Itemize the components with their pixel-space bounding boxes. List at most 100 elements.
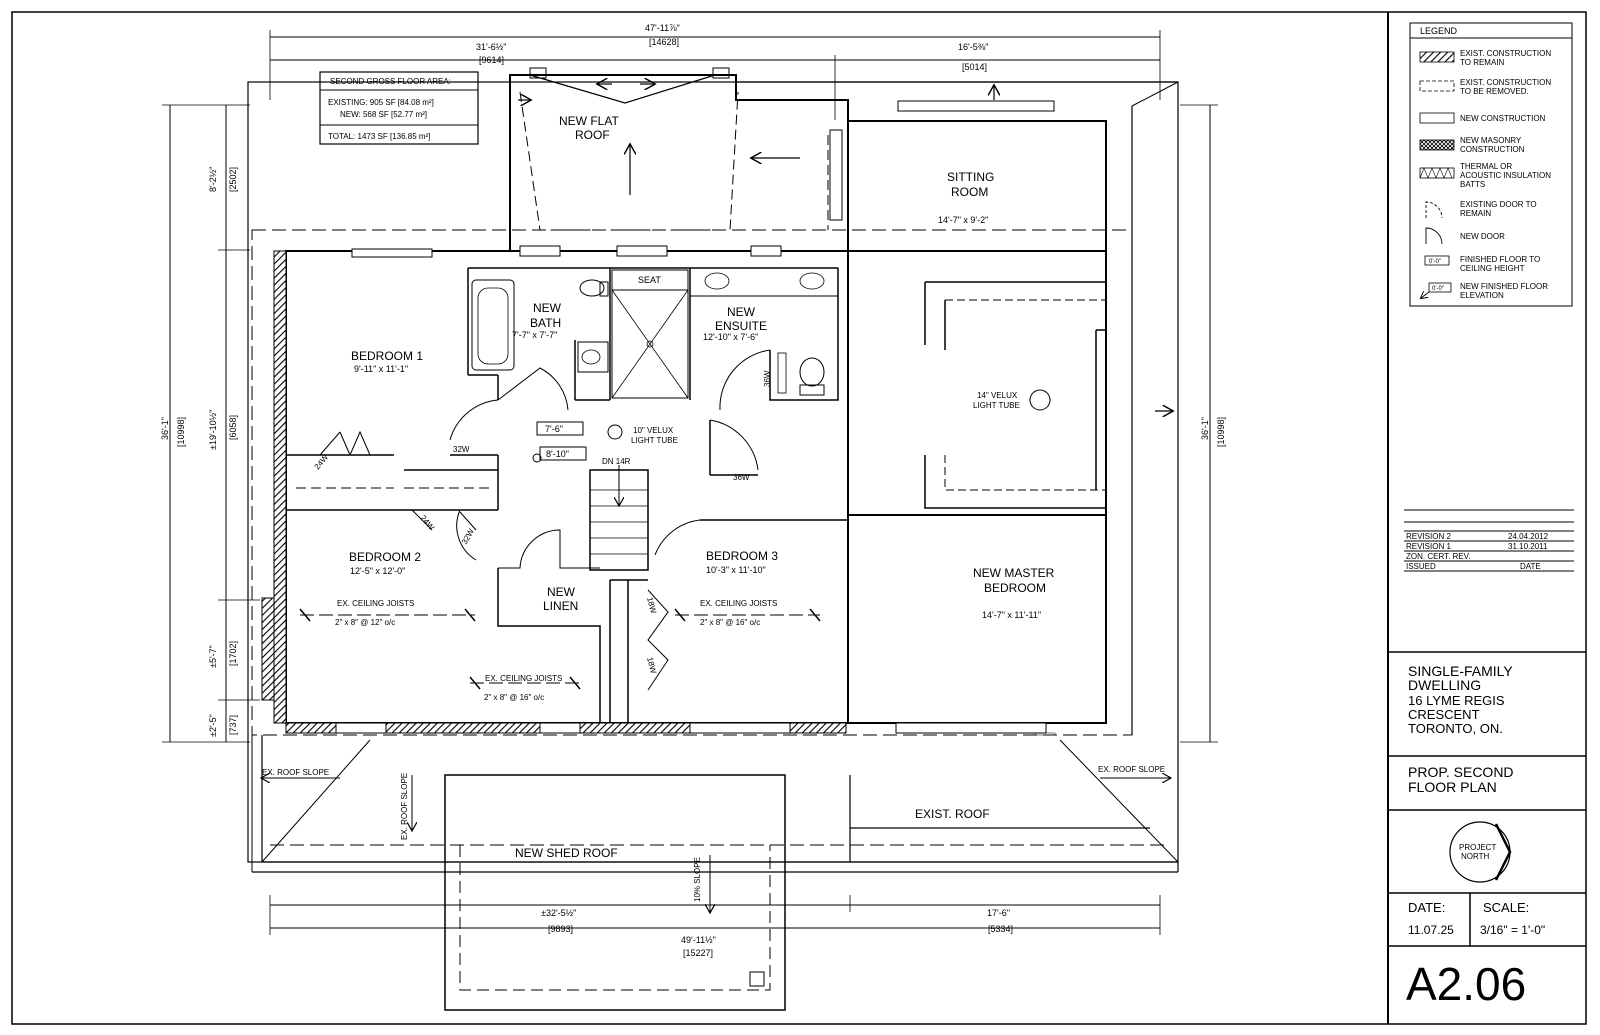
north-arrow-icon <box>1449 821 1512 883</box>
joist-spec: 2" x 8" @ 16" o/c <box>700 618 760 627</box>
gross-floor-area-box <box>319 71 479 145</box>
dim-bottom-overall-mm: [15227] <box>683 948 713 958</box>
joist-label: EX. CEILING JOISTS <box>700 599 777 608</box>
ffe-tag <box>536 421 584 436</box>
date-value: 11.07.25 <box>1408 923 1454 937</box>
legend-symbol-existing-door <box>1425 201 1443 219</box>
revision-date: 24.04.2012 <box>1508 532 1549 541</box>
velux-light-tube-icon <box>1029 389 1051 411</box>
room-ensuite: ENSUITE <box>715 319 767 333</box>
door-width: 18W <box>645 656 658 675</box>
gfa-new: NEW: 568 SF [52.77 m²] <box>340 110 427 119</box>
scale-value: 3/16" = 1'-0" <box>1480 923 1545 937</box>
dim-left-b: ±19'-10½" <box>208 410 218 450</box>
exist-roof-label: EXIST. ROOF <box>915 807 990 821</box>
north-label: PROJECT <box>1459 843 1496 852</box>
room-linen: NEW <box>547 585 576 599</box>
ffe-tag <box>539 446 587 461</box>
dim-bottom-overall: 49'-11½" <box>681 935 716 945</box>
legend-item: REMAIN <box>1460 209 1491 218</box>
room-bath: NEW <box>533 301 562 315</box>
legend-item: THERMAL OR <box>1460 162 1512 171</box>
sheet-border <box>11 11 1587 1025</box>
legend-title: LEGEND <box>1420 26 1458 36</box>
room-master: NEW MASTER <box>973 566 1055 580</box>
legend-symbol-exist-remain <box>1419 51 1455 63</box>
velux-light-tube-icon <box>607 424 623 440</box>
dim-top-right: 16'-5⅜" <box>958 42 988 52</box>
legend-symbol-ffch <box>1424 255 1450 266</box>
project-address-line: TORONTO, ON. <box>1408 721 1503 736</box>
existing-wall-left-lower <box>261 597 275 701</box>
drawing-title-line: FLOOR PLAN <box>1408 779 1497 795</box>
door-width: 24W <box>418 514 436 533</box>
floor-plan <box>162 30 1218 1011</box>
room-bath-dim: 7'-7" x 7'-7" <box>512 330 557 340</box>
legend-item: EXIST. CONSTRUCTION <box>1460 78 1551 87</box>
existing-wall-left <box>273 250 287 724</box>
legend-symbol-new-masonry <box>1419 139 1455 151</box>
room-bedroom-2-dim: 12'-5" x 12'-0" <box>350 566 405 576</box>
velux-14-label: LIGHT TUBE <box>973 401 1020 410</box>
legend-item: ELEVATION <box>1460 291 1504 300</box>
project-name-line: DWELLING <box>1408 677 1481 693</box>
legend-symbol-exist-removed <box>1419 80 1455 92</box>
dim-top-right-mm: [5014] <box>962 62 987 72</box>
sheet-number: A2.06 <box>1406 958 1526 1010</box>
dim-left-overall-mm: [10998] <box>176 417 186 447</box>
dim-right-overall: 36'-1" <box>1200 417 1210 440</box>
dim-left-a: 8'-2½" <box>208 167 218 192</box>
roof-slope-label: EX. ROOF SLOPE <box>400 773 409 840</box>
dim-left-a-mm: [2502] <box>228 167 238 192</box>
legend-item: NEW MASONRY <box>1460 136 1522 145</box>
north-label: NORTH <box>1461 852 1490 861</box>
joist-spec: 2" x 8" @ 16" o/c <box>484 693 544 702</box>
gfa-existing: EXISTING: 905 SF [84.08 m²] <box>328 98 434 107</box>
dim-left-d: ±2'-5" <box>208 714 218 737</box>
drawing-title-line: PROP. SECOND <box>1408 764 1514 780</box>
legend-item: CEILING HEIGHT <box>1460 264 1525 273</box>
dim-top-left: 31'-6½" <box>476 42 506 52</box>
dim-bottom-right-mm: [5334] <box>988 924 1013 934</box>
door-width: 32W <box>453 445 470 454</box>
gfa-title: SECOND GROSS FLOOR AREA: <box>330 77 451 86</box>
door-width: 36W <box>763 370 772 387</box>
roof-slope-label: EX. ROOF SLOPE <box>262 768 329 777</box>
dim-right-overall-mm: [10998] <box>1216 417 1226 447</box>
dimension-labels: 47'-11⅞" [14628] 31'-6½" [9614] 16'-5⅜" … <box>160 23 1226 958</box>
room-linen: LINEN <box>543 599 578 613</box>
second-floor-walls <box>285 250 1107 724</box>
ffe-value: 7'-6" <box>545 424 563 434</box>
legend: LEGEND EXIST. CONSTRUCTION TO REMAIN EXI… <box>1409 22 1573 307</box>
legend-item: TO REMAIN <box>1460 58 1505 67</box>
room-sitting: ROOM <box>951 185 988 199</box>
roof-slope-label: EX. ROOF SLOPE <box>1098 765 1165 774</box>
dim-top-left-mm: [9614] <box>479 55 504 65</box>
dim-bottom-left-mm: [9893] <box>548 924 573 934</box>
legend-item: NEW CONSTRUCTION <box>1460 114 1546 123</box>
legend-item: NEW FINISHED FLOOR <box>1460 282 1548 291</box>
revision-label: REVISION 1 <box>1406 542 1451 551</box>
title-block: SINGLE-FAMILY DWELLING 16 LYME REGIS CRE… <box>1388 651 1586 1010</box>
room-ensuite-dim: 12'-10" x 7'-6" <box>703 332 758 342</box>
revision-table: REVISION 2 24.04.2012 REVISION 1 31.10.2… <box>1404 509 1574 572</box>
dim-left-overall: 36'-1" <box>160 417 170 440</box>
legend-symbol-new-door <box>1425 227 1443 245</box>
room-bedroom-3: BEDROOM 3 <box>706 549 778 563</box>
dim-left-d-mm: [737] <box>228 715 238 735</box>
legend-item: CONSTRUCTION <box>1460 145 1525 154</box>
project-address-line: 16 LYME REGIS <box>1408 693 1505 708</box>
dim-top-overall: 47'-11⅞" <box>645 23 680 33</box>
room-flat-roof: ROOF <box>575 128 610 142</box>
legend-item: ACOUSTIC INSULATION <box>1460 171 1551 180</box>
room-bedroom-1-dim: 9'-11" x 11'-1" <box>354 364 408 374</box>
legend-item: BATTS <box>1460 180 1485 189</box>
roof-outline <box>247 81 1179 863</box>
date-label: DATE: <box>1408 900 1445 915</box>
dim-bottom-left: ±32'-5½" <box>541 908 576 918</box>
existing-outline-dashed <box>251 229 1133 736</box>
velux-10-label: LIGHT TUBE <box>631 436 678 445</box>
room-flat-roof: NEW FLAT <box>559 114 619 128</box>
legend-item: EXISTING DOOR TO <box>1460 200 1537 209</box>
